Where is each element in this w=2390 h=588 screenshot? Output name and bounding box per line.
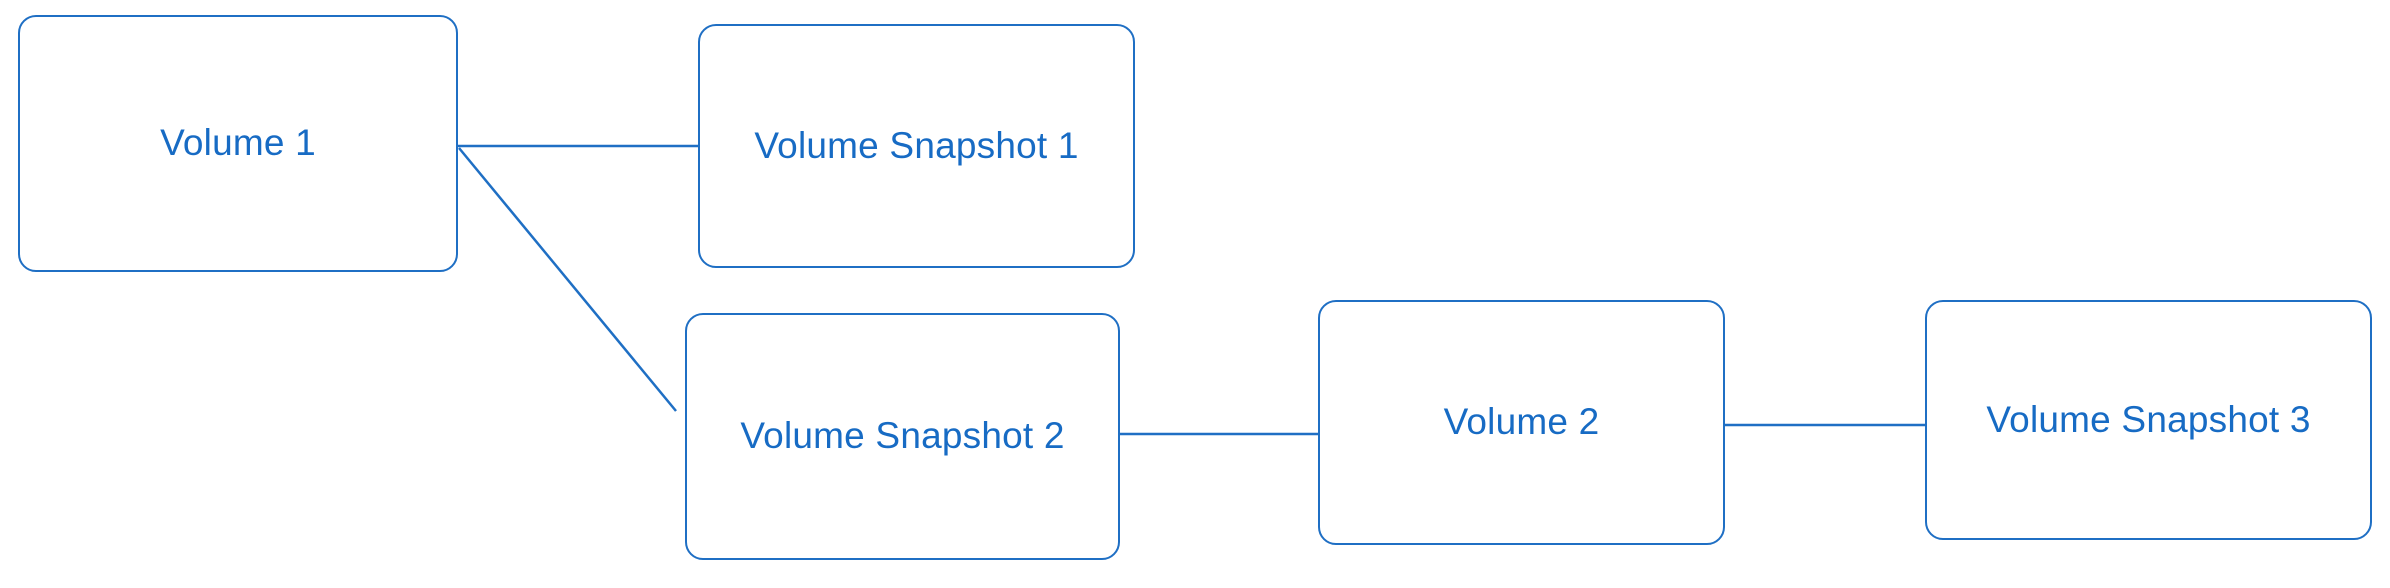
node-volume-snapshot-1-label: Volume Snapshot 1 [754, 124, 1079, 166]
node-volume-snapshot-2[interactable]: Volume Snapshot 2 [685, 313, 1120, 560]
node-volume-snapshot-2-label: Volume Snapshot 2 [740, 415, 1065, 457]
edge-volume1-to-snapshot2 [458, 147, 677, 412]
node-volume-1[interactable]: Volume 1 [18, 15, 458, 272]
node-volume-1-label: Volume 1 [160, 122, 316, 164]
node-volume-snapshot-3-label: Volume Snapshot 3 [1986, 398, 2311, 440]
node-volume-snapshot-3[interactable]: Volume Snapshot 3 [1925, 300, 2372, 540]
node-volume-2[interactable]: Volume 2 [1318, 300, 1725, 545]
node-volume-snapshot-1[interactable]: Volume Snapshot 1 [698, 24, 1135, 268]
node-volume-2-label: Volume 2 [1443, 401, 1600, 443]
